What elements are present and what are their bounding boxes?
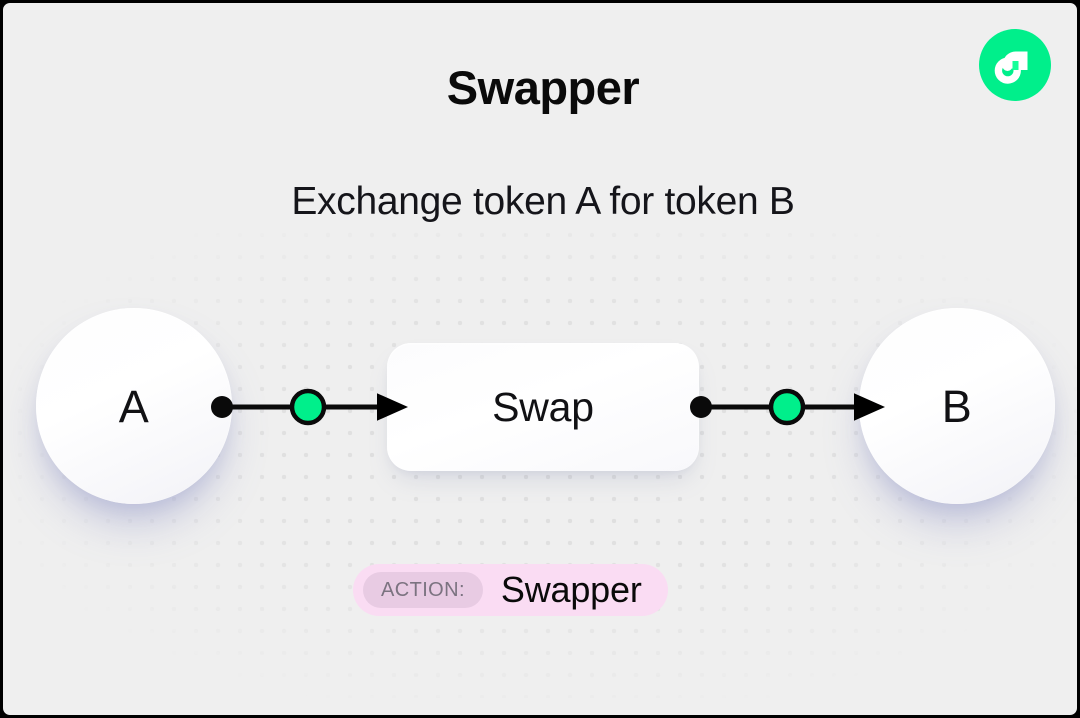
edge-b-green-node [768, 388, 806, 426]
swap-node-label: Swap [492, 383, 594, 430]
action-badge-value: Swapper [500, 569, 642, 610]
edge-a-to-swap [211, 388, 408, 426]
token-a-node[interactable]: A [36, 308, 232, 504]
edge-swap-to-b [690, 388, 885, 426]
page-subtitle: Exchange token A for token B [291, 180, 795, 223]
token-b-label: B [941, 380, 973, 432]
action-badge-tag: ACTION: [363, 572, 483, 608]
token-a-label: A [118, 380, 150, 432]
flow-logo [979, 29, 1051, 101]
token-b-node[interactable]: B [859, 308, 1055, 504]
action-badge: ACTION: Swapper [353, 564, 668, 616]
swap-node[interactable]: Swap [387, 343, 699, 471]
edge-a-green-node [289, 388, 327, 426]
page-title: Swapper [446, 61, 640, 114]
